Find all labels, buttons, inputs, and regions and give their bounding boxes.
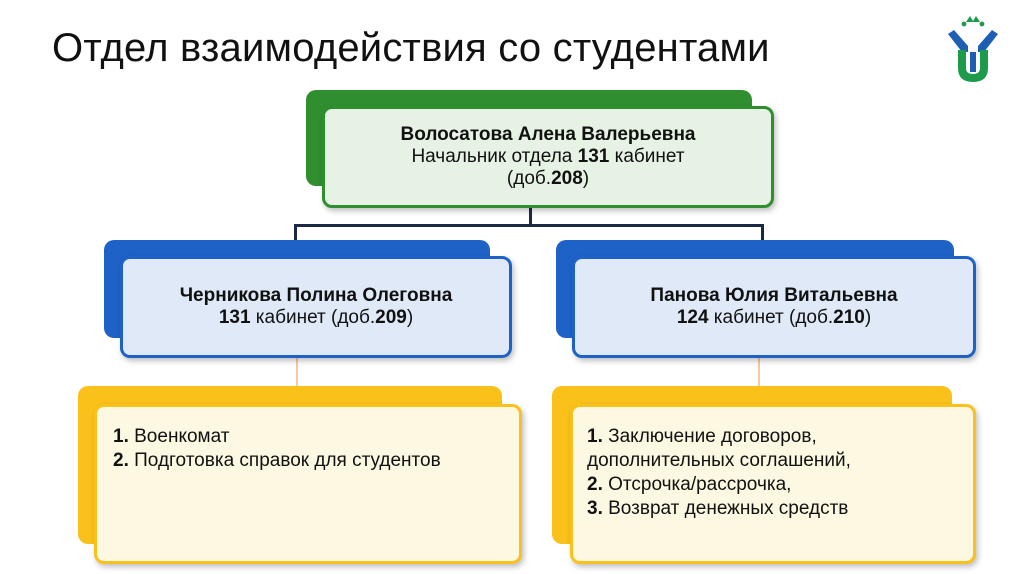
connector-left-down — [294, 224, 297, 244]
head-ext: 208 — [551, 168, 583, 189]
left-duty-item: 2. Подготовка справок для студентов — [113, 450, 441, 471]
university-logo-icon — [948, 16, 998, 82]
right-duty-item: дополнительных соглашений, — [587, 450, 851, 471]
connector-right-duties — [758, 358, 760, 388]
right-name: Панова Юлия Витальевна — [650, 285, 898, 306]
head-name: Волосатова Алена Валерьевна — [400, 124, 696, 145]
right-duty-item: 1. Заключение договоров, — [587, 426, 817, 447]
left-ext: 209 — [375, 307, 407, 328]
right-ext: 210 — [833, 307, 865, 328]
left-contact-line: 131 кабинет (доб.209) — [218, 307, 414, 328]
left-room: 131 — [218, 307, 251, 328]
head-box: Волосатова Алена Валерьевна Начальник от… — [322, 106, 774, 208]
left-name: Черникова Полина Олеговна — [179, 285, 453, 306]
right-duty-item: 2. Отсрочка/рассрочка, — [587, 474, 792, 495]
left-duty-item: 1. Военкомат — [113, 426, 230, 447]
connector-horizontal — [294, 224, 764, 227]
right-contact-line: 124 кабинет (доб.210) — [676, 307, 872, 328]
slide-title: Отдел взаимодействия со студентами — [52, 26, 770, 70]
head-room: 131 — [577, 146, 610, 167]
connector-right-down — [761, 224, 764, 244]
head-role-line: Начальник отдела 131 кабинет — [411, 146, 685, 167]
left-duties-box: 1. Военкомат 2. Подготовка справок для с… — [94, 404, 522, 564]
right-duties-box: 1. Заключение договоров, дополнительных … — [570, 404, 976, 564]
right-person-box: Панова Юлия Витальевна 124 кабинет (доб.… — [572, 256, 976, 358]
head-ext-line: (доб.208) — [506, 168, 590, 189]
right-room: 124 — [676, 307, 709, 328]
connector-left-duties — [296, 358, 298, 388]
connector-head-down — [529, 208, 532, 226]
left-person-box: Черникова Полина Олеговна 131 кабинет (д… — [120, 256, 512, 358]
right-duty-item: 3. Возврат денежных средств — [587, 498, 849, 519]
